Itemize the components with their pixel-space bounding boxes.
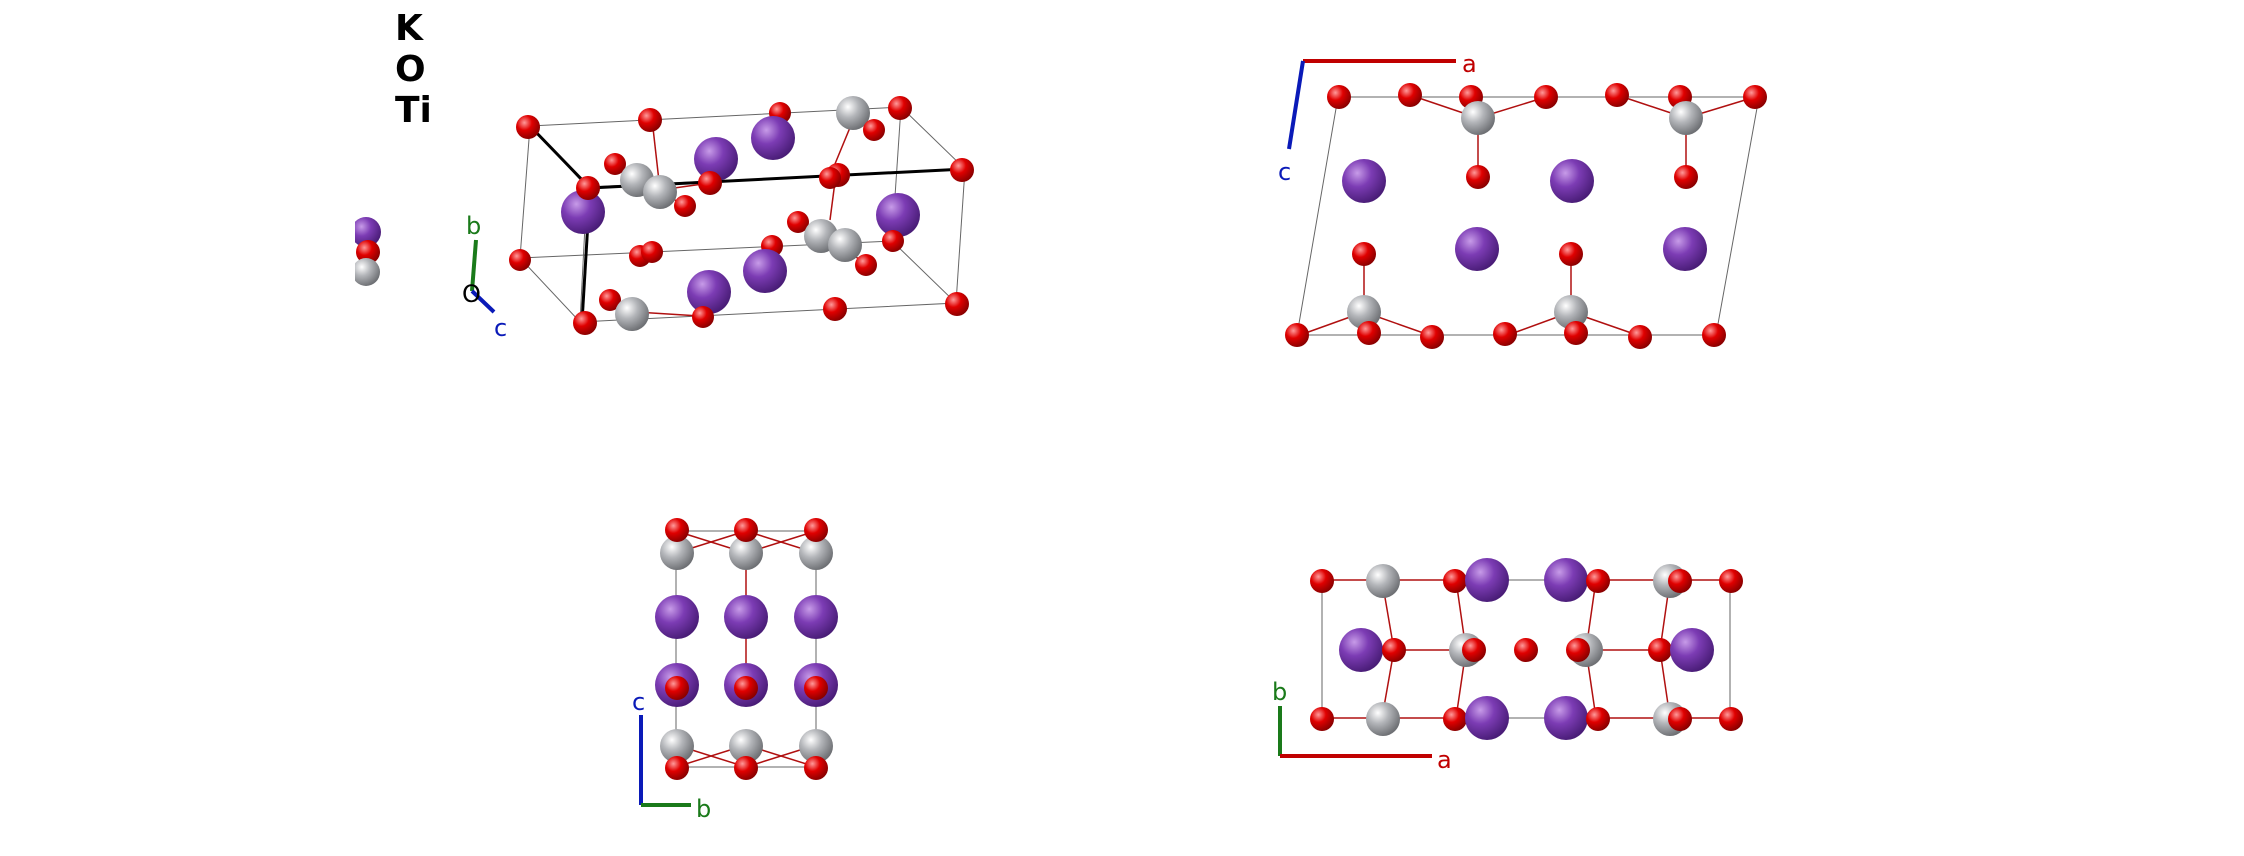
perspective-axes: b O c <box>462 212 507 342</box>
perspective-axis-b-label: b <box>466 212 481 240</box>
ac-axes: a c <box>1278 50 1477 186</box>
ab-cell <box>1321 579 1731 719</box>
ab-projection-view: b a <box>1272 558 1743 774</box>
bc-axes: c b <box>632 688 711 823</box>
ab-atoms <box>1310 558 1743 740</box>
perspective-atoms <box>509 96 974 335</box>
perspective-edge-atoms <box>300 200 381 300</box>
perspective-axis-c-label: c <box>494 314 507 342</box>
perspective-bonds <box>615 112 877 317</box>
perspective-view: b O c <box>300 96 974 342</box>
ac-projection-view: a c <box>1278 50 1767 349</box>
element-legend: K O Ti <box>395 8 432 131</box>
ac-axis-c-label: c <box>1278 158 1291 186</box>
perspective-axis-o-label: O <box>462 280 481 308</box>
bc-atoms <box>655 518 838 780</box>
ac-atoms <box>1285 83 1767 349</box>
ab-axis-b-label: b <box>1272 678 1287 706</box>
ac-axis-a-label: a <box>1462 50 1477 78</box>
ab-axis-a-label: a <box>1437 746 1452 774</box>
bc-axis-b-label: b <box>696 795 711 823</box>
bc-projection-view: c b <box>632 518 838 823</box>
legend-o: O <box>395 49 426 90</box>
bc-axis-c-label: c <box>632 688 645 716</box>
legend-ti: Ti <box>395 90 432 131</box>
ab-axes: b a <box>1272 678 1452 774</box>
legend-k: K <box>395 8 423 49</box>
